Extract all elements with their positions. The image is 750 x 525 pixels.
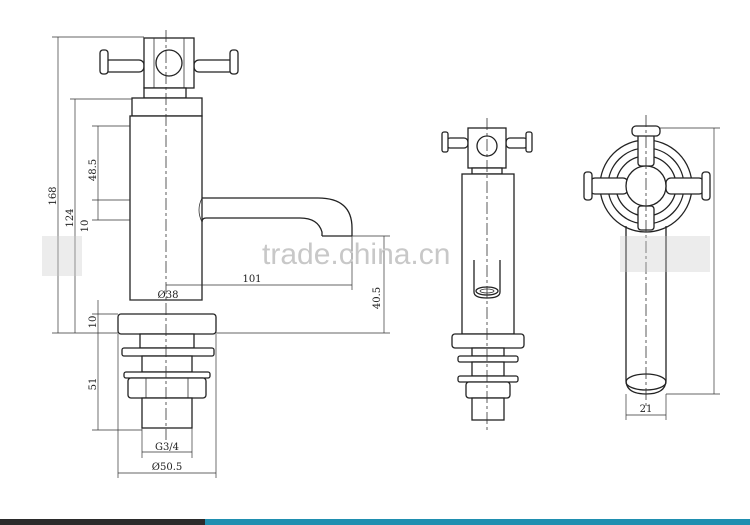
middle-view [441,118,533,432]
front-view [52,30,390,478]
side-view [583,115,720,420]
dim-overall-height: 168 [48,186,59,205]
front-base [117,313,217,429]
dim-side-width: 21 [640,404,653,415]
bottom-color-bar [0,519,750,525]
dim-height-124: 124 [65,208,76,227]
dim-shank-length: 51 [88,378,99,391]
front-dimensions [52,36,390,478]
front-cross-handle [99,37,239,99]
dim-spout-reach: 101 [242,274,261,285]
watermark-text: trade.china.cn [262,238,450,271]
dim-small-10-lower: 10 [88,316,99,329]
bottom-bar-dark-segment [0,519,205,525]
dim-height-40-5: 40.5 [372,287,383,309]
dim-body-diameter: Ø38 [158,290,179,301]
dim-base-diameter: Ø50.5 [152,462,182,473]
dim-spout-height: 48.5 [88,159,99,181]
dim-small-10-upper: 10 [80,220,91,233]
dim-thread: G3/4 [155,442,179,453]
watermark-band [42,236,710,276]
bottom-bar-teal-segment [205,519,750,525]
